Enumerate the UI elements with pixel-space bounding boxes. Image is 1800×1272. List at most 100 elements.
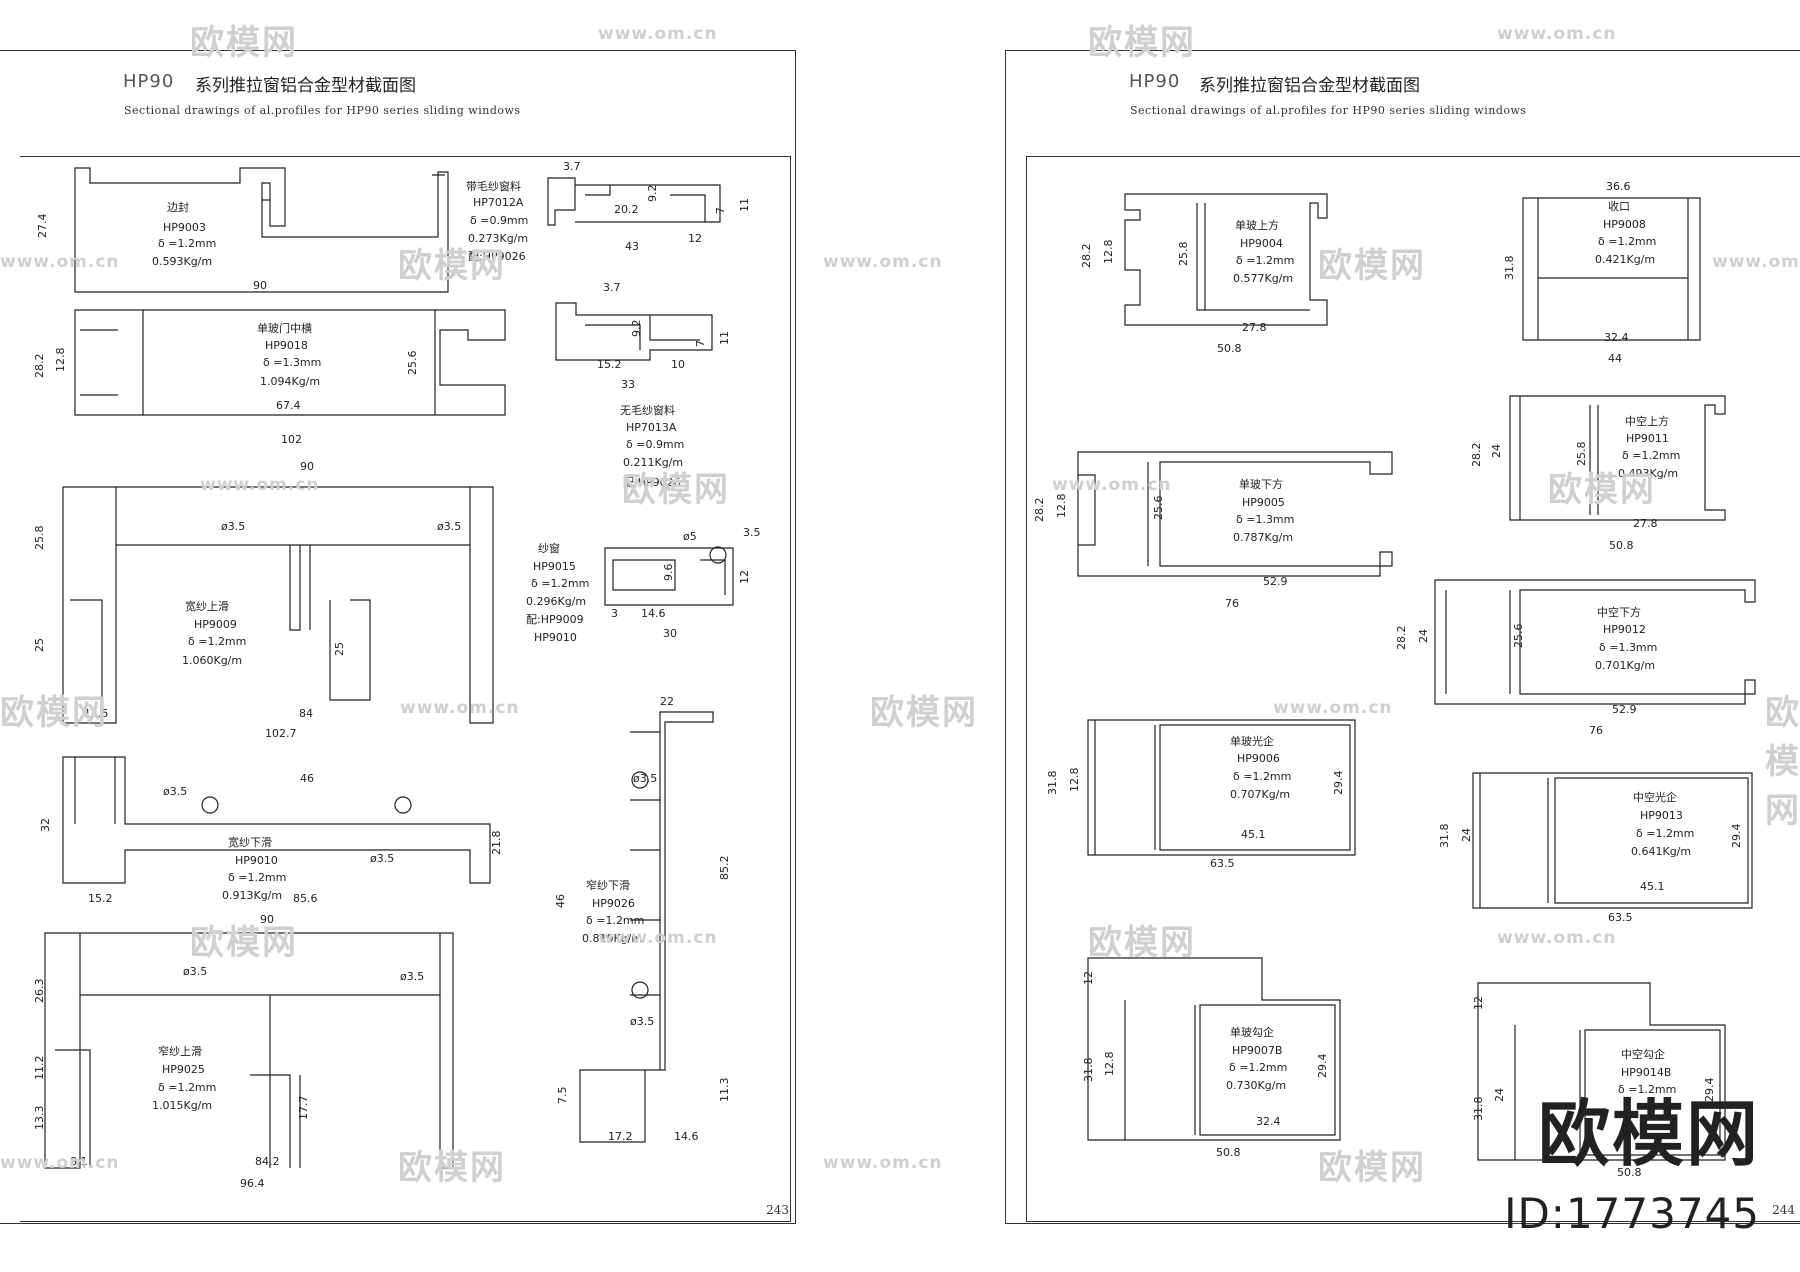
- profile-weight: 0.593Kg/m: [152, 255, 212, 268]
- dim-label: 29.4: [1316, 1054, 1329, 1079]
- profile-weight: 0.730Kg/m: [1226, 1079, 1286, 1092]
- dim-label: 102.7: [265, 727, 297, 740]
- dim-label: 36.6: [1606, 180, 1631, 193]
- profile-code: HP9005: [1242, 496, 1285, 509]
- dim-label: 50.8: [1217, 342, 1242, 355]
- dim-label: ø3.5: [221, 520, 245, 533]
- series-code: HP90: [123, 71, 175, 92]
- profile-code: HP7012A: [473, 196, 524, 209]
- dim-label: 44: [1608, 352, 1622, 365]
- dim-label: 28.2: [33, 354, 46, 379]
- profile-wall: δ =1.2mm: [1618, 1083, 1676, 1096]
- profile-weight: 1.060Kg/m: [182, 654, 242, 667]
- profile-code: HP9011: [1626, 432, 1669, 445]
- dim-label: 24: [1417, 629, 1430, 643]
- dim-label: 27.8: [1633, 517, 1658, 530]
- dim-label: 3.7: [603, 281, 621, 294]
- dim-label: 67.4: [276, 399, 301, 412]
- profile-code: HP9013: [1640, 809, 1683, 822]
- profile-weight: 0.296Kg/m: [526, 595, 586, 608]
- dim-label: 45.1: [1241, 828, 1266, 841]
- dim-label: 9.6: [662, 564, 675, 582]
- profile-hp9008: 36.6 收口 HP9008 δ =1.2mm 0.421Kg/m 32.4 4…: [1503, 180, 1701, 365]
- dim-label: 10: [671, 358, 685, 371]
- dim-label: 21.8: [490, 831, 503, 856]
- dim-label: 3.5: [743, 526, 761, 539]
- dim-label: 50.8: [1609, 539, 1634, 552]
- profile-name: 单玻勾企: [1230, 1025, 1274, 1039]
- dim-label: 11: [738, 198, 751, 212]
- dim-label: 20.2: [614, 203, 639, 216]
- profile-code: HP9003: [163, 221, 206, 234]
- profile-weight: 0.707Kg/m: [1230, 788, 1290, 801]
- dim-label: 85.2: [718, 856, 731, 881]
- dim-label: 32.4: [1604, 331, 1629, 344]
- profile-weight: 0.273Kg/m: [468, 232, 528, 245]
- dim-label: 7.5: [556, 1087, 569, 1105]
- dim-label: 102: [281, 433, 302, 446]
- profile-weight: 1.094Kg/m: [260, 375, 320, 388]
- profile-name: 宽纱上滑: [185, 599, 229, 613]
- profile-hp9003: 边封 HP9003 δ =1.2mm 0.593Kg/m 90 27.4: [36, 167, 449, 293]
- dim-label: 7: [714, 207, 727, 214]
- dim-label: ø3.5: [630, 1015, 654, 1028]
- profile-code: HP9012: [1603, 623, 1646, 636]
- profile-wall: δ =1.2mm: [228, 871, 286, 884]
- profile-weight: 1.015Kg/m: [152, 1099, 212, 1112]
- profile-wall: δ =1.2mm: [1598, 235, 1656, 248]
- profile-wall: δ =1.2mm: [586, 914, 644, 927]
- profile-hp9015: 纱窗 HP9015 δ =1.2mm 0.296Kg/m 配:HP9009 HP…: [526, 526, 761, 644]
- profile-note: HP9010: [534, 631, 577, 644]
- dim-label: 32.4: [1256, 1115, 1281, 1128]
- profile-weight: 0.211Kg/m: [623, 456, 683, 469]
- dim-label: 12.8: [1103, 1052, 1116, 1077]
- dim-label: ø5: [683, 530, 697, 543]
- dim-label: 12: [1472, 996, 1485, 1010]
- dim-label: 25.8: [33, 526, 46, 551]
- profile-code: HP9015: [533, 560, 576, 573]
- dim-label: 50.8: [1216, 1146, 1241, 1159]
- dim-label: 31.8: [1082, 1058, 1095, 1083]
- dim-label: 11.3: [718, 1078, 731, 1103]
- dim-label: 27.8: [1242, 321, 1267, 334]
- dim-label: 11.2: [33, 1056, 46, 1081]
- dim-label: 26.3: [33, 979, 46, 1004]
- profile-name: 单玻下方: [1239, 477, 1283, 491]
- page-title-cn: 系列推拉窗铝合金型材截面图: [1199, 76, 1420, 96]
- profile-hp9007b: 单玻勾企 HP9007B δ =1.2mm 0.730Kg/m 32.4 50.…: [1082, 957, 1341, 1159]
- dim-label: 46: [300, 772, 314, 785]
- profile-name: 宽纱下滑: [228, 835, 272, 849]
- profile-hp9009: 宽纱上滑 HP9009 δ =1.2mm 1.060Kg/m 90 ø3.5 ø…: [33, 460, 494, 740]
- profile-name: 中空上方: [1625, 414, 1669, 428]
- dim-label: 90: [300, 460, 314, 473]
- profile-code: HP9025: [162, 1063, 205, 1076]
- profile-weight: 0.421Kg/m: [1595, 253, 1655, 266]
- dim-label: 50.8: [1617, 1166, 1642, 1179]
- profile-name: 中空光企: [1633, 790, 1677, 804]
- drawing-frame: [20, 156, 791, 1222]
- dim-label: 24: [1460, 828, 1473, 842]
- profile-weight: 0.493Kg/m: [1618, 467, 1678, 480]
- profile-code: HP9007B: [1232, 1044, 1282, 1057]
- profile-note: 配:HP9026: [468, 250, 526, 263]
- profile-wall: δ =1.2mm: [1236, 254, 1294, 267]
- drawing-frame: [1026, 156, 1800, 1222]
- dim-label: ø3.5: [163, 785, 187, 798]
- profile-code: HP9018: [265, 339, 308, 352]
- profile-code: HP7013A: [626, 421, 677, 434]
- right-page: HP90 系列推拉窗铝合金型材截面图 Sectional drawings of…: [1005, 50, 1800, 1224]
- profile-wall: δ =1.3mm: [263, 356, 321, 369]
- series-code: HP90: [1129, 71, 1181, 92]
- profile-hp9010: 宽纱下滑 HP9010 δ =1.2mm 0.913Kg/m 46 ø3.5 ø…: [39, 756, 503, 905]
- dim-label: ø3.5: [437, 520, 461, 533]
- profile-hp9011: 中空上方 HP9011 δ =1.2mm 0.493Kg/m 27.8 50.8…: [1470, 395, 1726, 552]
- dim-label: ø3.5: [183, 965, 207, 978]
- dim-label: 12.8: [1068, 768, 1081, 793]
- dim-label: 9.2: [646, 185, 659, 203]
- watermark-id: ID:1773745: [1504, 1189, 1760, 1238]
- profile-hp7012a: 带毛纱窗料 HP7012A δ =0.9mm 0.273Kg/m 配:HP902…: [466, 160, 751, 263]
- profile-wall: δ =1.2mm: [158, 1081, 216, 1094]
- dim-label: 76: [1225, 597, 1239, 610]
- profile-name: 中空下方: [1597, 605, 1641, 619]
- profile-hp9005: 单玻下方 HP9005 δ =1.3mm 0.787Kg/m 52.9 76 2…: [1033, 451, 1393, 610]
